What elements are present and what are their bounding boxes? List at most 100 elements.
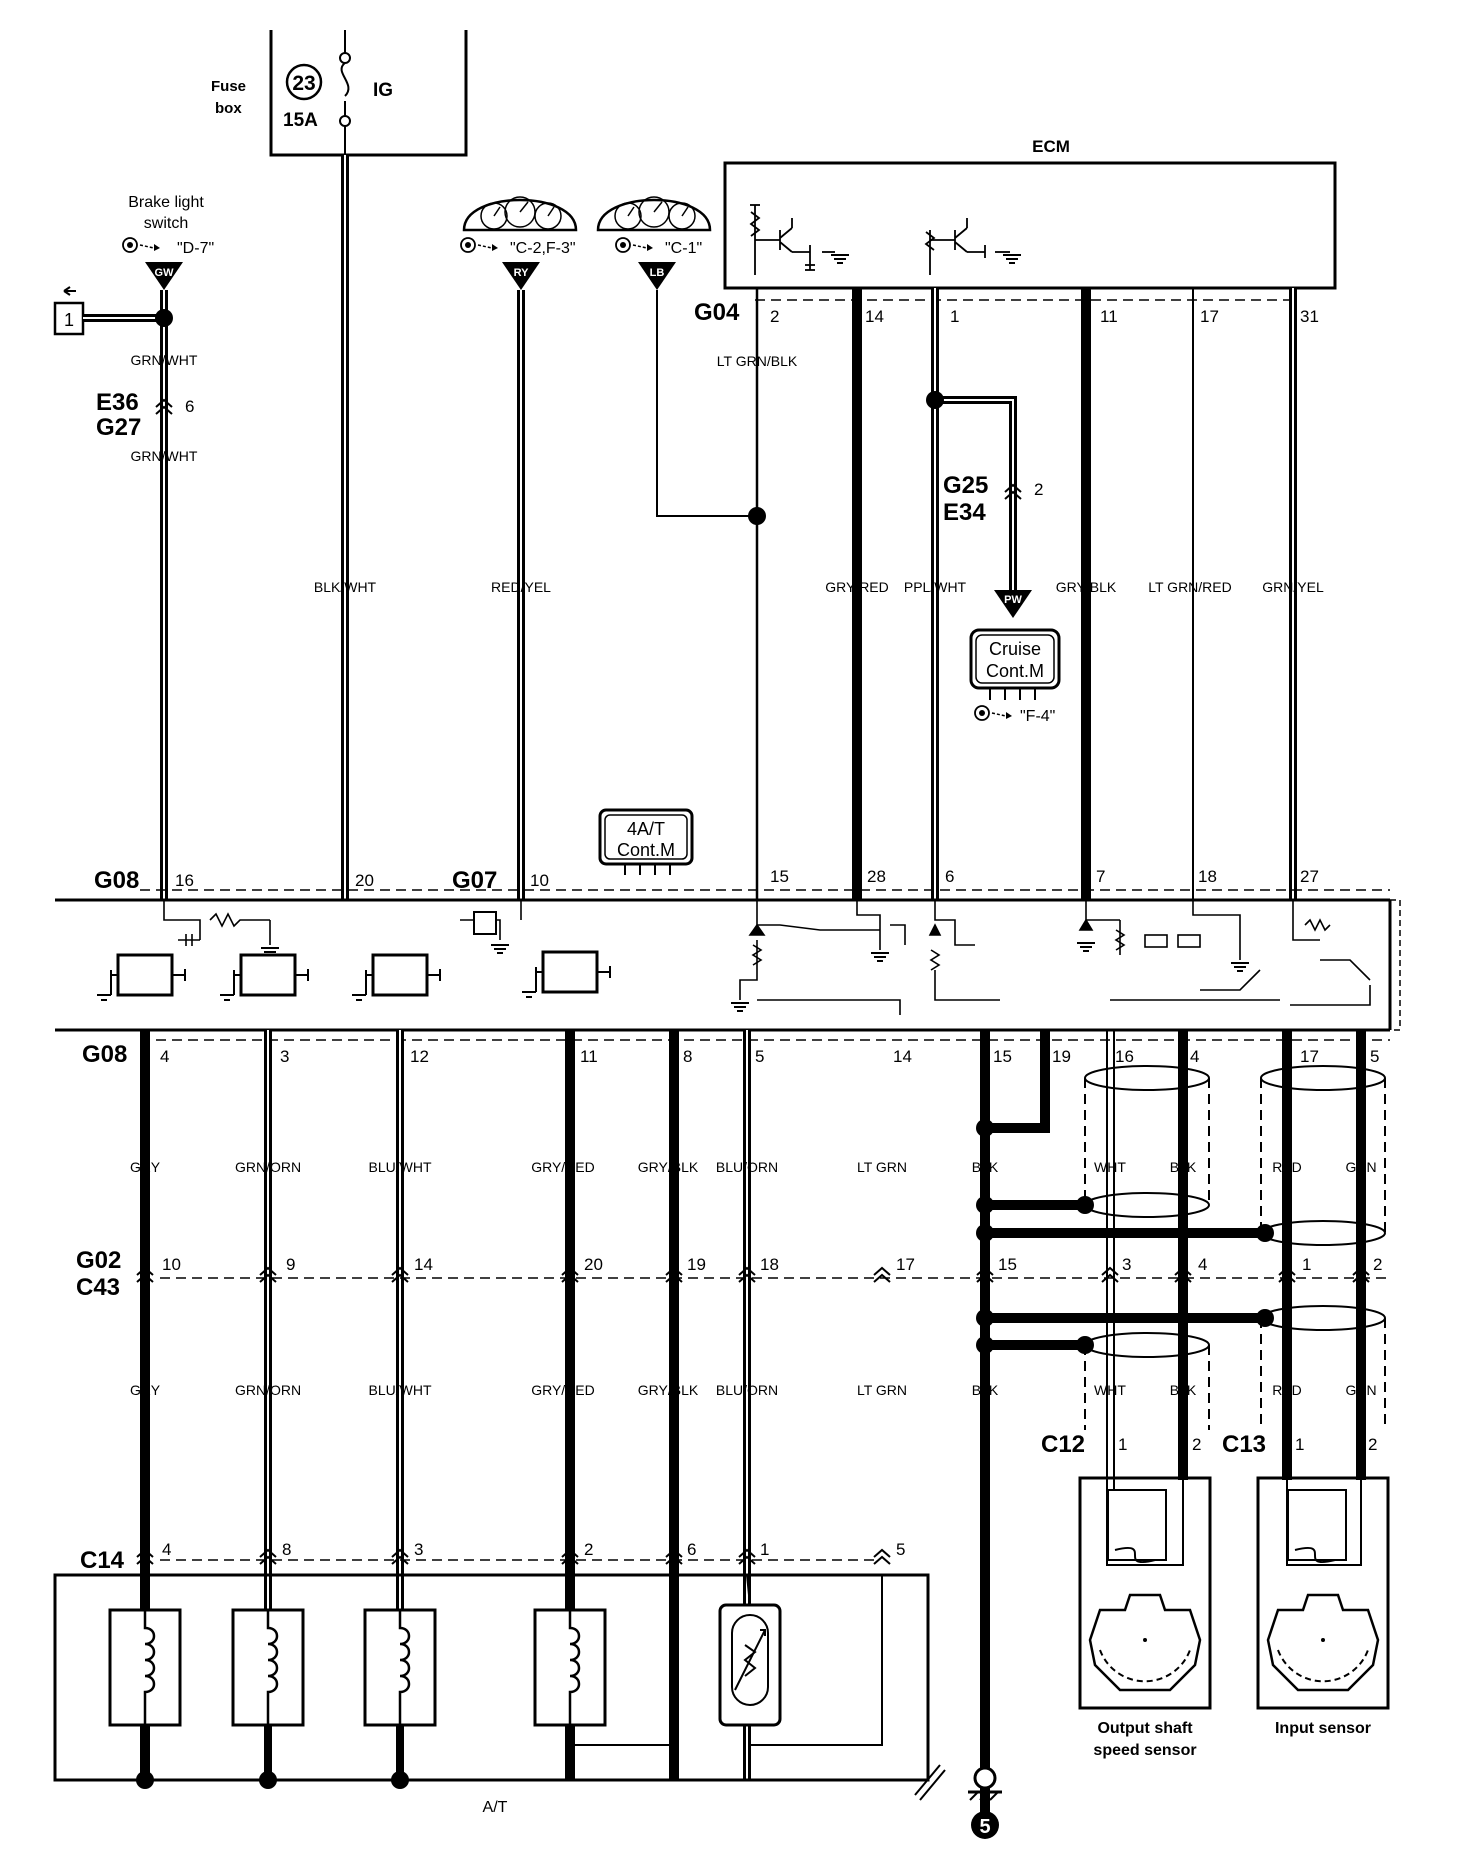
fuse-number-circle — [285, 63, 323, 101]
tcm-pin: 17 — [1300, 1047, 1319, 1066]
wire-label: BLK — [1170, 1382, 1197, 1398]
g04-connector-label: G04 — [694, 299, 740, 326]
fuse-box-label: Fuse — [211, 78, 246, 95]
g02-label: G02 — [76, 1247, 121, 1274]
wire-label: GRY/BLK — [638, 1382, 699, 1398]
tcm-pin: 27 — [1300, 867, 1319, 886]
wire-label: GRN/YEL — [1262, 579, 1324, 595]
g25-e34-connector: G25 E34 2 — [943, 472, 1043, 526]
g07-connector-label: G07 — [452, 867, 497, 894]
tcm-pin: 12 — [410, 1047, 429, 1066]
wire-label: BLU/ORN — [716, 1159, 778, 1175]
ecm-pin: 31 — [1300, 307, 1319, 326]
c13-pin: 2 — [1368, 1435, 1377, 1454]
g02-pin: 20 — [584, 1255, 603, 1274]
tcm-label-2: Cont.M — [617, 840, 675, 860]
g02-pin: 15 — [998, 1255, 1017, 1274]
wire-label: GRN/ORN — [235, 1159, 301, 1175]
solenoid-coil — [533, 1608, 607, 1727]
eye-icon — [615, 237, 654, 253]
wire-label: RED — [1272, 1159, 1302, 1175]
cruise-control-module: PW Cruise Cont.M "F-4" — [969, 590, 1061, 725]
output-sensor-label: Output shaft — [1097, 1720, 1193, 1737]
junction-dot — [748, 507, 766, 525]
tcm-pin: 10 — [530, 871, 549, 890]
ecm-label: ECM — [1032, 137, 1070, 156]
g25-pin: 2 — [1034, 480, 1043, 499]
c14-pin: 8 — [282, 1540, 291, 1559]
input-sensor: C13 1 2 Input sensor — [1222, 1431, 1390, 1737]
wire-label: BLU/WHT — [369, 1382, 432, 1398]
ecm-pin: 11 — [1100, 307, 1118, 326]
c14-pin: 5 — [896, 1540, 905, 1559]
c43-label: C43 — [76, 1274, 120, 1301]
tcm-pin: 16 — [175, 871, 194, 890]
c12-label: C12 — [1041, 1431, 1085, 1458]
tcm-pin: 28 — [867, 867, 886, 886]
junction-dot — [976, 1119, 994, 1137]
tcm-pin: 20 — [355, 871, 374, 890]
c14-pin: 2 — [584, 1540, 593, 1559]
e36-g27-connector: E36 G27 6 — [96, 389, 194, 441]
meter-code: LB — [650, 267, 665, 279]
tcm-label: 4A/T — [627, 819, 665, 839]
g02-pin: 1 — [1302, 1255, 1311, 1274]
tcm-pin: 15 — [770, 867, 789, 886]
solenoid-coil — [231, 1608, 305, 1727]
g02-pin: 10 — [162, 1255, 181, 1274]
tcm-internal-circuitry — [163, 900, 1371, 1015]
tcm-pin: 18 — [1198, 867, 1217, 886]
c12-pin: 2 — [1192, 1435, 1201, 1454]
tcm-pin: 11 — [580, 1047, 598, 1066]
cruise-ref: "F-4" — [1020, 708, 1055, 725]
wire-label: GRN/WHT — [131, 352, 198, 368]
wire-label: RED/YEL — [491, 579, 551, 595]
at-label: A/T — [483, 1799, 508, 1816]
tcm-pin: 4 — [1190, 1047, 1199, 1066]
wire-label: WHT — [1094, 1159, 1126, 1175]
ecm-pin: 14 — [865, 307, 884, 326]
c14-pin: 6 — [687, 1540, 696, 1559]
e34-label: E34 — [943, 499, 986, 526]
c13-label: C13 — [1222, 1431, 1266, 1458]
c14-pin: 4 — [162, 1540, 171, 1559]
wire-label: BLK/WHT — [314, 579, 377, 595]
upper-wires — [83, 155, 1297, 900]
wire-label: BLK — [1170, 1159, 1197, 1175]
wire-label: RED — [1272, 1382, 1302, 1398]
eye-icon — [460, 237, 499, 253]
wire-label: WHT — [1094, 1382, 1126, 1398]
upper-wire-labels: GRN/WHT GRN/WHT BLK/WHT RED/YEL LT GRN/B… — [131, 352, 1324, 595]
meter-ref: "C-2,F-3" — [510, 240, 576, 257]
g08-connector-label: G08 — [94, 867, 139, 894]
g02-pin: 3 — [1122, 1255, 1131, 1274]
fuse-rating: 15A — [283, 110, 318, 131]
tcm-pin: 8 — [683, 1047, 692, 1066]
tcm-module: 4A/T Cont.M G08 G07 G08 — [55, 808, 1401, 1068]
brake-switch-ref: "D-7" — [177, 240, 214, 257]
combination-meter-2: "C-1" LB — [596, 195, 712, 290]
fuse-number: 23 — [292, 72, 315, 95]
wire-label: BLK — [972, 1382, 999, 1398]
output-sensor-label-2: speed sensor — [1093, 1742, 1196, 1759]
junction-dot — [976, 1224, 994, 1242]
eye-icon — [974, 705, 1013, 721]
wire-label: LT GRN — [857, 1159, 907, 1175]
lower-wire-labels-top: GRY GRN/ORN BLU/WHT GRY/RED GRY/BLK BLU/… — [130, 1159, 1377, 1175]
g08-bottom-label: G08 — [82, 1041, 127, 1068]
tcm-pin: 15 — [993, 1047, 1012, 1066]
tcm-pin: 3 — [280, 1047, 289, 1066]
thermistor-icon — [718, 1603, 782, 1727]
ground-point: 5 — [968, 1766, 1002, 1839]
g02-pin: 2 — [1373, 1255, 1382, 1274]
shielded-wire-cylinders — [1084, 1065, 1386, 1430]
e36-pin: 6 — [185, 397, 194, 416]
cruise-code: PW — [1004, 594, 1022, 606]
ecm-pin: 2 — [770, 307, 779, 326]
g02-pin: 17 — [896, 1255, 915, 1274]
wire-label: BLU/WHT — [369, 1159, 432, 1175]
wire-label: GRN — [1345, 1159, 1376, 1175]
brake-light-switch: Brake light switch "D-7" GW 1 — [53, 194, 214, 336]
wire-label: GRY/BLK — [638, 1159, 699, 1175]
wire-label: GRN/WHT — [131, 448, 198, 464]
